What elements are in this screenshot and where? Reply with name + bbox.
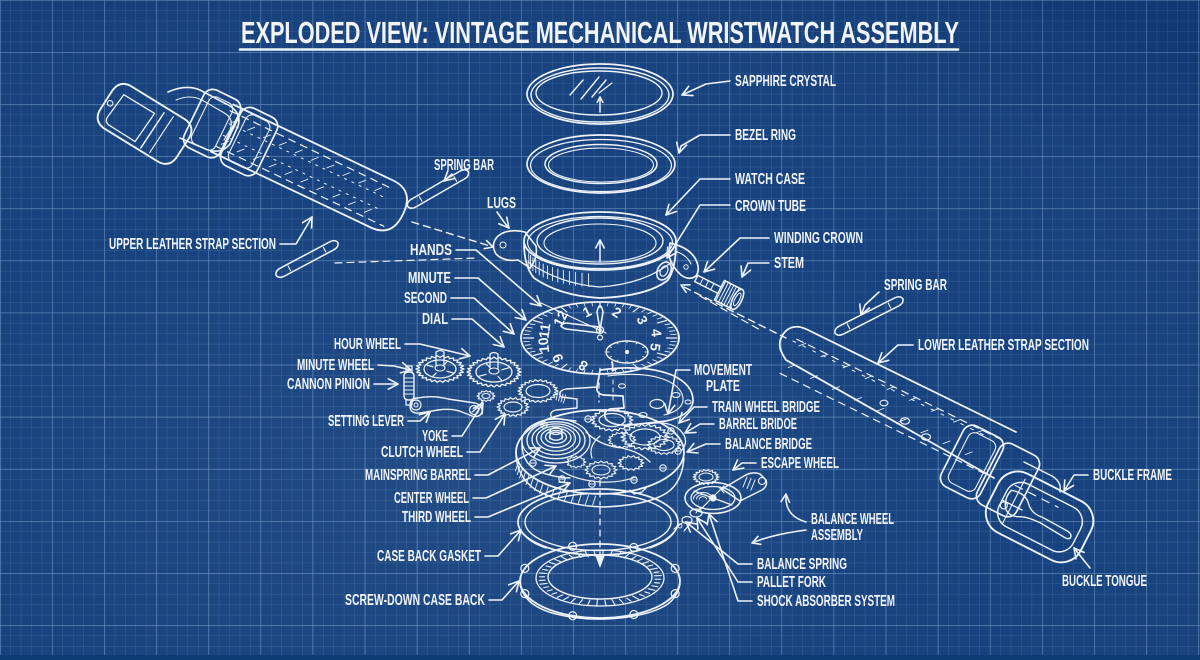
- svg-text:DIAL: DIAL: [422, 311, 448, 328]
- svg-text:ASSEMBLY: ASSEMBLY: [811, 527, 863, 544]
- svg-text:LOWER LEATHER STRAP SECTION: LOWER LEATHER STRAP SECTION: [918, 337, 1089, 354]
- svg-text:MAINSPRING BARREL: MAINSPRING BARREL: [365, 467, 471, 484]
- svg-text:BUCKLE TONGUE: BUCKLE TONGUE: [1062, 573, 1147, 590]
- svg-text:PALLET FORK: PALLET FORK: [757, 574, 826, 591]
- svg-text:WINDING CROWN: WINDING CROWN: [774, 230, 863, 247]
- svg-text:YOKE: YOKE: [422, 428, 448, 445]
- svg-text:HANDS: HANDS: [410, 242, 452, 259]
- svg-text:THIRD WHEEL: THIRD WHEEL: [402, 509, 471, 526]
- svg-text:EXPLODED VIEW: VINTAGE MECHANI: EXPLODED VIEW: VINTAGE MECHANICAL WRISTW…: [241, 15, 959, 50]
- svg-text:BEZEL RING: BEZEL RING: [735, 127, 796, 144]
- svg-text:SPRING BAR: SPRING BAR: [884, 277, 947, 294]
- svg-text:WATCH CASE: WATCH CASE: [735, 171, 805, 188]
- svg-text:BALANCE BRIDGE: BALANCE BRIDGE: [725, 436, 812, 453]
- svg-text:UPPER LEATHER STRAP SECTION: UPPER LEATHER STRAP SECTION: [109, 236, 276, 253]
- svg-text:ESCAPE WHEEL: ESCAPE WHEEL: [761, 455, 839, 472]
- svg-text:SETTING LEVER: SETTING LEVER: [328, 413, 404, 430]
- svg-text:CROWN TUBE: CROWN TUBE: [735, 198, 806, 215]
- svg-text:MINUTE WHEEL: MINUTE WHEEL: [297, 357, 374, 374]
- svg-text:SPRING BAR: SPRING BAR: [434, 157, 494, 174]
- svg-text:STEM: STEM: [774, 255, 804, 272]
- svg-text:CLUTCH WHEEL: CLUTCH WHEEL: [381, 444, 463, 461]
- svg-text:SHOCK ABSORBER SYSTEM: SHOCK ABSORBER SYSTEM: [757, 593, 895, 610]
- svg-text:BALANCE SPRING: BALANCE SPRING: [757, 556, 847, 573]
- svg-text:MINUTE: MINUTE: [408, 270, 451, 287]
- svg-text:SCREW-DOWN CASE BACK: SCREW-DOWN CASE BACK: [345, 592, 485, 609]
- svg-text:TRAIN WHEEL BRIDGE: TRAIN WHEEL BRIDGE: [712, 399, 820, 416]
- svg-text:BARREL BRIDOE: BARREL BRIDOE: [719, 416, 797, 433]
- svg-text:MOVEMENT: MOVEMENT: [694, 362, 752, 379]
- svg-text:CANNON PINION: CANNON PINION: [287, 376, 370, 393]
- svg-text:HOUR WHEEL: HOUR WHEEL: [334, 336, 401, 353]
- svg-text:11: 11: [536, 322, 554, 339]
- svg-text:SAPPHIRE CRYSTAL: SAPPHIRE CRYSTAL: [735, 73, 836, 90]
- svg-text:CENTER WHEEL: CENTER WHEEL: [394, 490, 469, 507]
- svg-text:CASE BACK GASKET: CASE BACK GASKET: [377, 548, 481, 565]
- svg-text:BALANCE WHEEL: BALANCE WHEEL: [811, 511, 894, 528]
- svg-text:LUGS: LUGS: [487, 195, 516, 212]
- svg-text:PLATE: PLATE: [706, 378, 740, 395]
- svg-text:SECOND: SECOND: [404, 290, 447, 307]
- svg-text:BUCKLE FRAME: BUCKLE FRAME: [1093, 467, 1172, 484]
